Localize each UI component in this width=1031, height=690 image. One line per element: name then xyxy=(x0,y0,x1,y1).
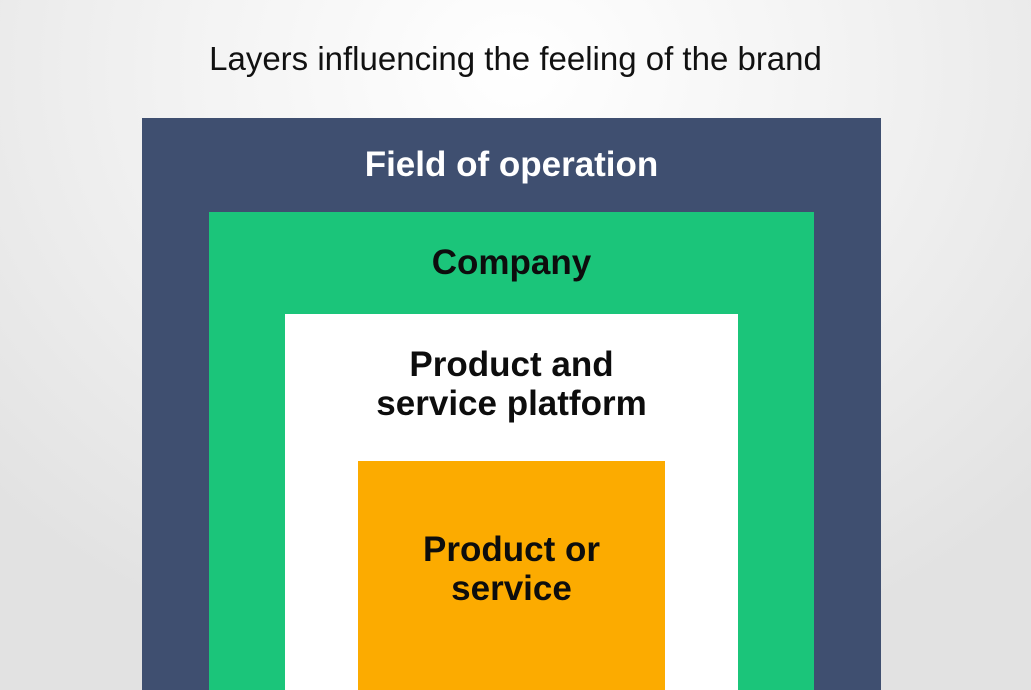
layer-product-or-service: Product or service xyxy=(358,461,665,690)
layer-label-company: Company xyxy=(431,243,592,282)
diagram-title: Layers influencing the feeling of the br… xyxy=(209,40,822,77)
layer-label-product-or-service: Product or service xyxy=(423,530,600,608)
layer-label-field-of-operation: Field of operation xyxy=(364,145,659,184)
layer-label-product-and-service-platform: Product and service platform xyxy=(376,345,647,423)
